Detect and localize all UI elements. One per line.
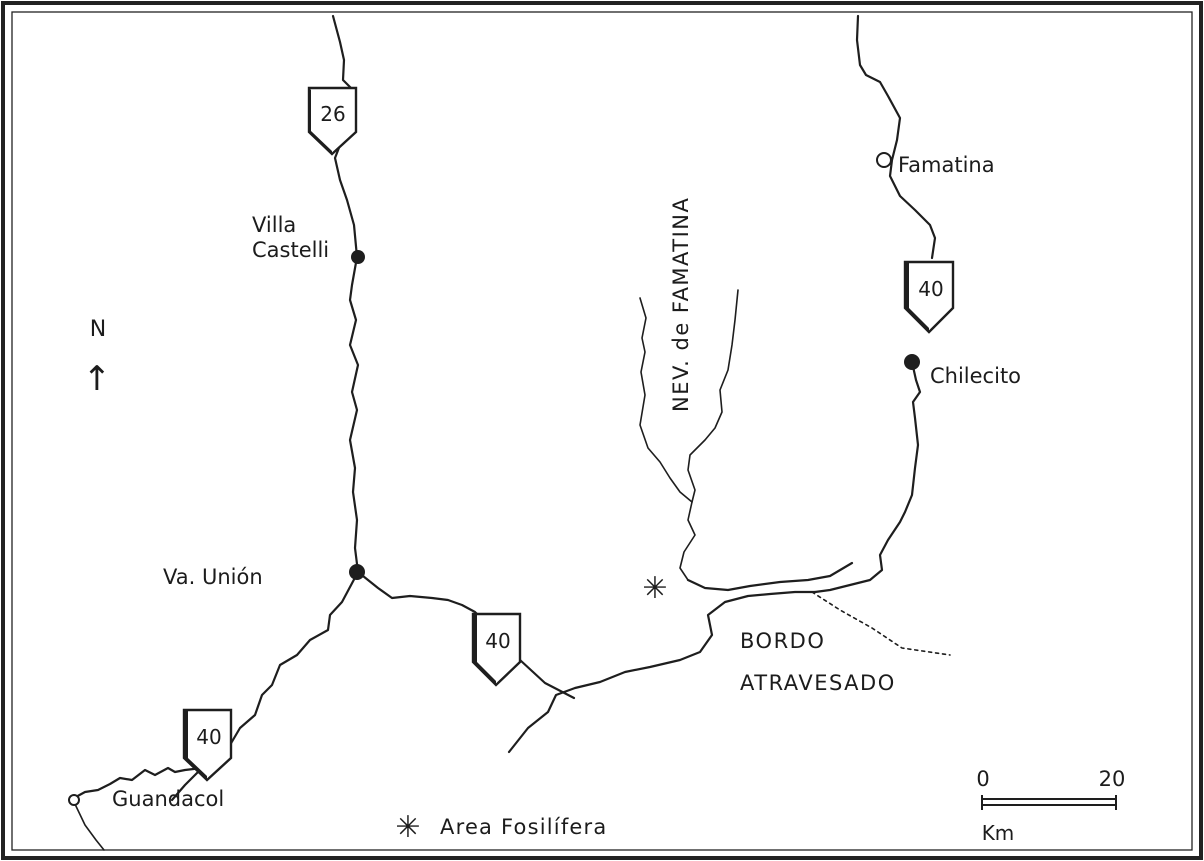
route-40-center-road xyxy=(356,570,576,700)
chilecito-label: Chilecito xyxy=(930,364,1021,388)
guandacol-road xyxy=(72,766,204,800)
bordo-pointer-line xyxy=(811,591,951,656)
villa-castelli-label-2: Castelli xyxy=(252,238,329,262)
bordo-south-road xyxy=(507,590,817,754)
va-union-marker xyxy=(349,564,365,580)
scale-unit-label: Km xyxy=(982,821,1015,845)
north-label: N xyxy=(90,317,106,342)
legend-symbol-icon: ✳ xyxy=(395,810,420,845)
villa-castelli-marker xyxy=(351,250,365,264)
legend: ✳ Area Fosilífera xyxy=(395,810,607,845)
guandacol-spur xyxy=(73,801,105,851)
bordo-label-2: ATRAVESADO xyxy=(740,671,896,695)
route-40-north-road xyxy=(855,14,937,260)
route-shield-26: 26 xyxy=(307,86,358,156)
villa-castelli-label-1: Villa xyxy=(252,213,296,237)
north-arrow-icon: ↑ xyxy=(83,359,112,399)
chilecito-marker xyxy=(904,354,920,370)
route-shield-40-south: 40 xyxy=(182,708,233,782)
route-40-north-number: 40 xyxy=(918,277,943,301)
famatina-base-road xyxy=(686,561,854,592)
guandacol-marker xyxy=(68,794,80,806)
route-40-south-number: 40 xyxy=(196,725,221,749)
route-40-center-number: 40 xyxy=(485,629,510,653)
map-frame-inner xyxy=(11,11,1193,851)
guandacol-label: Guandacol xyxy=(112,787,224,811)
scale-end-label: 20 xyxy=(1099,767,1126,791)
route-shield-40-north: 40 xyxy=(903,260,955,334)
chilecito-road xyxy=(813,360,922,594)
range-label: NEV. de FAMATINA xyxy=(669,197,693,412)
fossil-area-marker: ✳ xyxy=(642,571,667,606)
scale-bar: 0 20 Km xyxy=(976,767,1125,845)
range-east-edge xyxy=(687,289,739,503)
famatina-label: Famatina xyxy=(898,153,995,177)
famatina-marker xyxy=(876,152,892,168)
bordo-label-1: BORDO xyxy=(740,629,825,653)
scale-start-label: 0 xyxy=(976,767,989,791)
va-union-label: Va. Unión xyxy=(163,565,263,589)
range-west-edge xyxy=(639,297,696,581)
legend-label: Area Fosilífera xyxy=(440,815,607,839)
route-26-number: 26 xyxy=(320,102,345,126)
route-shield-40-center: 40 xyxy=(471,612,522,687)
